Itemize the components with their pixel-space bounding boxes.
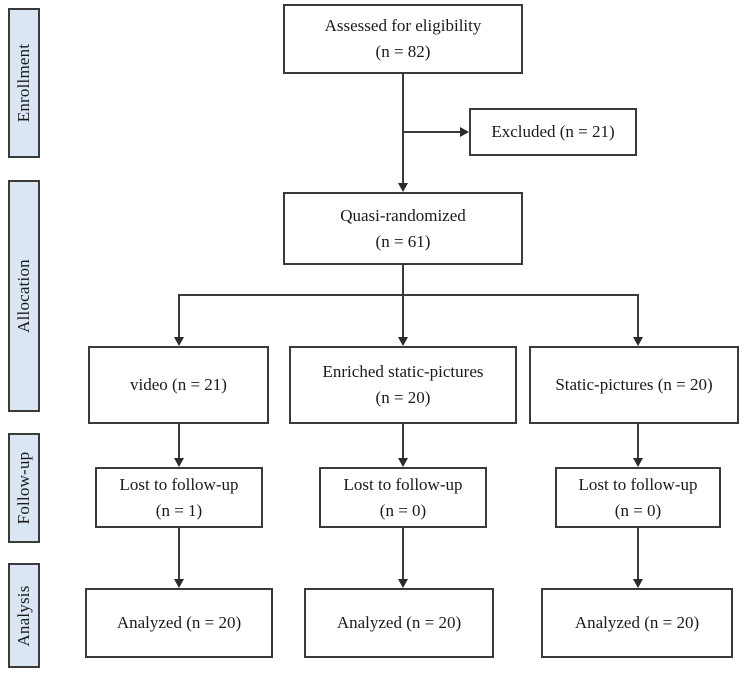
followup-box-2: Lost to follow-up (n = 0) — [319, 467, 487, 528]
arrowhead-followup-3 — [633, 458, 643, 467]
assessed-title: Assessed for eligibility — [324, 16, 482, 35]
analysis-box-3: Analyzed (n = 20) — [541, 588, 733, 658]
stage-allocation-label: Allocation — [14, 259, 33, 333]
arrowhead-followup-2 — [398, 458, 408, 467]
stage-analysis: Analysis — [8, 563, 40, 668]
followup-2-title: Lost to follow-up — [343, 474, 463, 494]
group-video-title: video (n = 21) — [130, 375, 227, 394]
arrowhead-group-video — [174, 337, 184, 346]
analysis-box-1: Analyzed (n = 20) — [85, 588, 273, 658]
arrowhead-excluded — [460, 127, 469, 137]
arrowhead-group-static — [633, 337, 643, 346]
stage-follow-up: Follow-up — [8, 433, 40, 543]
followup-box-3: Lost to follow-up (n = 0) — [555, 467, 721, 528]
followup-1-count: (n = 1) — [155, 500, 203, 520]
stage-analysis-label: Analysis — [14, 584, 33, 647]
group-enriched-title: Enriched static-pictures — [322, 362, 484, 381]
randomized-title: Quasi-randomized — [340, 205, 466, 225]
arrowhead-randomized — [398, 183, 408, 192]
group-video-box: video (n = 21) — [88, 346, 269, 424]
randomized-box: Quasi-randomized (n = 61) — [283, 192, 523, 265]
arrowhead-analysis-3 — [633, 579, 643, 588]
followup-3-title: Lost to follow-up — [578, 474, 698, 494]
assessed-count: (n = 82) — [375, 42, 431, 61]
randomized-count: (n = 61) — [375, 231, 431, 251]
excluded-box: Excluded (n = 21) — [469, 108, 637, 156]
group-enriched-box: Enriched static-pictures (n = 20) — [289, 346, 517, 424]
followup-2-count: (n = 0) — [379, 500, 427, 520]
excluded-label: Excluded (n = 21) — [491, 122, 615, 141]
arrowhead-analysis-1 — [174, 579, 184, 588]
arrowhead-followup-1 — [174, 458, 184, 467]
analysis-1-label: Analyzed (n = 20) — [116, 613, 242, 632]
group-static-box: Static-pictures (n = 20) — [529, 346, 739, 424]
analysis-box-2: Analyzed (n = 20) — [304, 588, 494, 658]
analysis-3-label: Analyzed (n = 20) — [574, 613, 700, 632]
arrowhead-group-enriched — [398, 337, 408, 346]
group-static-title: Static-pictures (n = 20) — [555, 375, 713, 394]
stage-follow-up-label: Follow-up — [14, 451, 33, 525]
analysis-2-label: Analyzed (n = 20) — [336, 613, 462, 632]
followup-3-count: (n = 0) — [614, 500, 662, 520]
stage-allocation: Allocation — [8, 180, 40, 412]
followup-1-title: Lost to follow-up — [119, 474, 239, 494]
followup-box-1: Lost to follow-up (n = 1) — [95, 467, 263, 528]
arrowhead-analysis-2 — [398, 579, 408, 588]
assessed-box: Assessed for eligibility (n = 82) — [283, 4, 523, 74]
group-enriched-count: (n = 20) — [375, 388, 431, 407]
stage-enrollment: Enrollment — [8, 8, 40, 158]
stage-enrollment-label: Enrollment — [14, 43, 33, 123]
